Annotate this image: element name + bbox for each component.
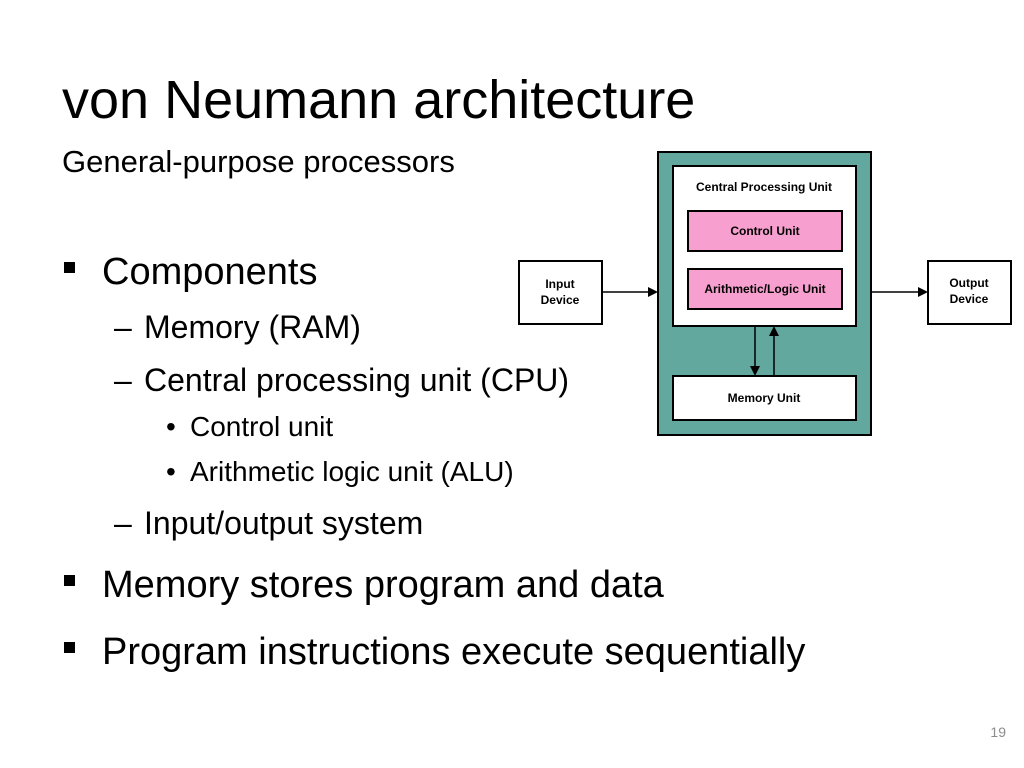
square-bullet-icon (64, 262, 75, 273)
alu-box (687, 268, 843, 310)
bullet-program-instructions: Program instructions execute sequentiall… (64, 630, 924, 674)
sub-bullet-memory: – Memory (RAM) (114, 308, 514, 346)
bullet-text: Program instructions execute sequentiall… (102, 631, 806, 673)
memory-unit-box (672, 375, 857, 421)
dot-bullet-icon: • (166, 411, 176, 442)
dash-bullet-icon: – (114, 362, 132, 398)
output-device-box (927, 260, 1012, 325)
sub-bullet-text: Input/output system (144, 505, 424, 541)
page-number: 19 (990, 724, 1006, 740)
output-device-label-1: Output (949, 276, 988, 290)
input-device-label-1: Input (545, 277, 574, 291)
sub-bullet-io: – Input/output system (114, 504, 534, 542)
alu-label: Arithmetic/Logic Unit (704, 282, 825, 296)
square-bullet-icon (64, 575, 75, 586)
cpu-label: Central Processing Unit (696, 180, 832, 194)
bullet-components: Components (64, 250, 484, 294)
sub-bullet-text: Memory (RAM) (144, 309, 361, 345)
memory-unit-label: Memory Unit (728, 391, 801, 405)
slide-subtitle: General-purpose processors (62, 144, 455, 179)
sub-bullet-text: Central processing unit (CPU) (144, 362, 570, 398)
sub-sub-bullet-text: Arithmetic logic unit (ALU) (190, 456, 514, 487)
control-unit-box (687, 210, 843, 252)
sub-bullet-cpu: – Central processing unit (CPU) (114, 361, 634, 399)
sub-sub-bullet-alu: • Arithmetic logic unit (ALU) (166, 456, 586, 488)
control-unit-label: Control Unit (730, 224, 799, 238)
input-device-label-2: Device (541, 293, 580, 307)
sub-sub-bullet-control-unit: • Control unit (166, 411, 466, 443)
dash-bullet-icon: – (114, 309, 132, 345)
dash-bullet-icon: – (114, 505, 132, 541)
cpu-box (672, 165, 857, 327)
input-device-box (518, 260, 603, 325)
dot-bullet-icon: • (166, 456, 176, 487)
sub-sub-bullet-text: Control unit (190, 411, 334, 442)
slide-title: von Neumann architecture (62, 70, 696, 130)
bullet-text: Components (102, 251, 318, 293)
system-container (657, 151, 872, 436)
square-bullet-icon (64, 642, 75, 653)
output-device-label-2: Device (950, 292, 989, 306)
bullet-memory-stores: Memory stores program and data (64, 563, 784, 607)
bullet-text: Memory stores program and data (102, 564, 664, 606)
